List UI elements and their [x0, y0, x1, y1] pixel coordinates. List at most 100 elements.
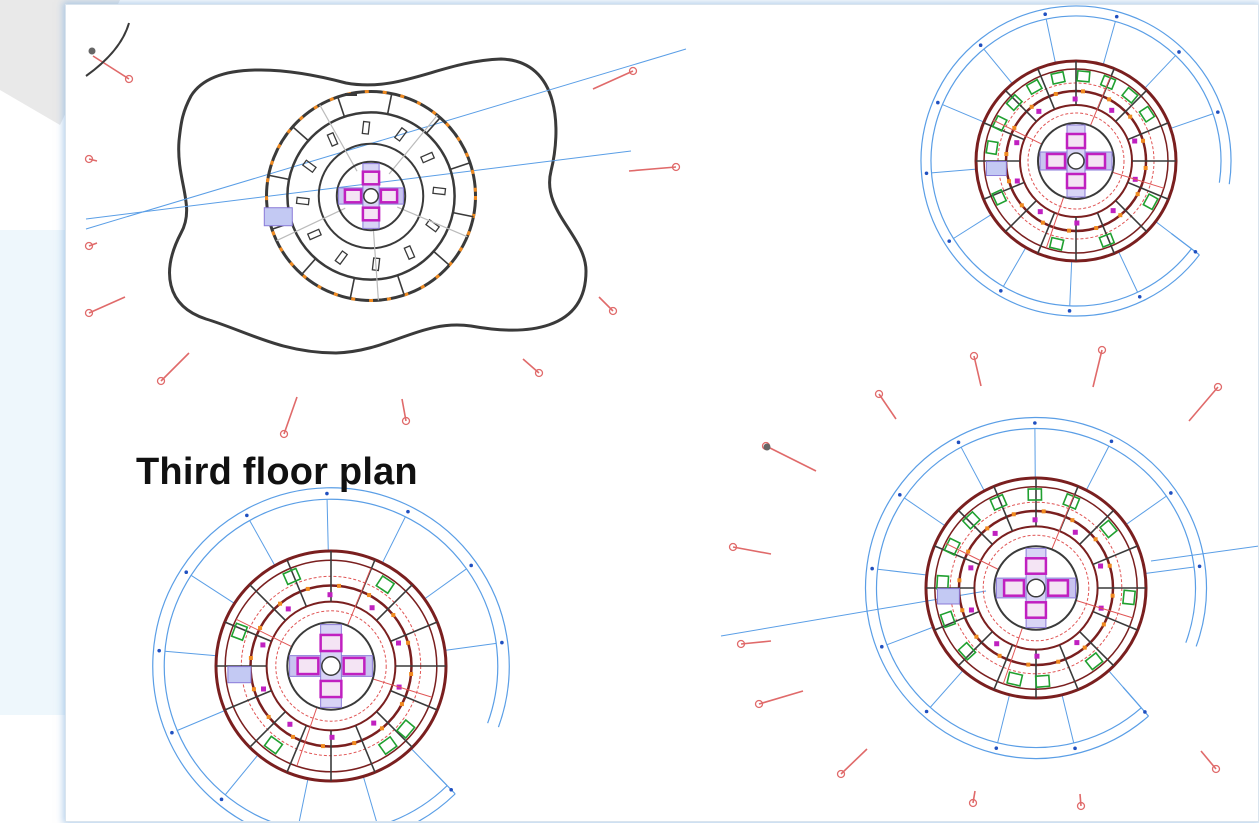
core-ring: [993, 545, 1079, 631]
grid-line-marker-icon: [1193, 249, 1198, 254]
partition: [386, 93, 393, 115]
partition: [286, 559, 308, 607]
partition: [1036, 68, 1056, 110]
partition: [354, 725, 376, 773]
partition: [433, 250, 450, 266]
fixture: [371, 720, 377, 726]
grid-line: [1085, 445, 1110, 491]
grid-marker: [1076, 793, 1086, 811]
grid-line-marker-icon: [1073, 746, 1077, 751]
grid-marker-icon: [534, 368, 544, 378]
partition: [337, 96, 346, 117]
grid-marker-line: [92, 55, 130, 80]
grid-marker-line: [765, 445, 817, 472]
partition: [301, 258, 317, 275]
column-marker-icon: [290, 734, 295, 739]
column-marker-icon: [406, 640, 411, 645]
core-block-icon: [343, 188, 363, 204]
stair: [227, 666, 252, 684]
room-unit-icon: [306, 228, 322, 241]
grid-line: [1118, 251, 1139, 293]
grid-marker-icon: [968, 798, 978, 808]
core-block-icon: [1085, 152, 1107, 170]
grid-marker: [92, 55, 134, 84]
column-marker-icon: [966, 549, 971, 554]
room-unit-icon: [263, 735, 284, 755]
column-marker-icon: [251, 687, 256, 692]
grid-line: [997, 694, 1011, 743]
grid-marker-icon: [401, 416, 411, 426]
fixture: [329, 734, 335, 740]
core-block-icon: [1024, 601, 1048, 619]
column-marker-icon: [1143, 165, 1148, 170]
partition: [390, 689, 438, 711]
fixture: [327, 592, 333, 598]
grid-marker-line: [973, 355, 982, 387]
grid-line-marker-icon: [1033, 421, 1037, 425]
core-block-icon: [379, 188, 399, 204]
room-unit-icon: [395, 718, 416, 740]
guide-arc: [864, 416, 1208, 760]
guide-arc: [920, 5, 1232, 317]
grid-marker: [1188, 382, 1223, 422]
room-unit-icon: [326, 131, 339, 147]
fixture: [1014, 178, 1020, 184]
grid-marker: [754, 690, 804, 709]
partition: [390, 621, 438, 643]
room-unit-icon: [1050, 70, 1066, 86]
partition: [1078, 509, 1115, 546]
spoke: [372, 224, 379, 301]
grid-line-marker-icon: [880, 644, 884, 649]
room-unit-icon: [961, 510, 982, 531]
grid-marker-icon: [728, 542, 738, 552]
partition: [396, 275, 405, 296]
column-marker-icon: [1004, 152, 1009, 157]
fixture: [369, 605, 375, 611]
grid-line: [983, 48, 1013, 85]
grid-line-marker-icon: [1114, 14, 1119, 19]
partition: [224, 689, 272, 711]
column-marker-icon: [1019, 203, 1024, 208]
plan-group: [85, 5, 1232, 821]
column-marker-icon: [320, 744, 325, 749]
core-block-icon: [361, 170, 381, 186]
grid-marker-icon: [754, 699, 764, 709]
grid-line: [1125, 495, 1167, 526]
grid-marker-line: [592, 70, 634, 90]
fixture: [1072, 96, 1078, 102]
grid-line-marker-icon: [406, 509, 410, 514]
grid-marker-line: [972, 790, 976, 804]
fixture: [1037, 209, 1043, 215]
partition: [286, 725, 308, 773]
core-centre: [1067, 152, 1085, 170]
spoke: [1089, 75, 1112, 127]
room-unit-icon: [991, 188, 1008, 206]
room-unit-icon: [1098, 519, 1119, 539]
grid-line-marker-icon: [924, 171, 929, 176]
column-marker-icon: [391, 613, 396, 618]
grid-marker: [84, 154, 98, 164]
floor-plan-round: [152, 487, 510, 821]
fixture: [1074, 640, 1080, 646]
grid-marker-icon: [1213, 382, 1223, 392]
column-marker-icon: [278, 601, 283, 606]
grid-line-marker-icon: [184, 570, 189, 574]
grid-marker: [84, 241, 98, 251]
grid-marker-icon: [671, 162, 681, 172]
grid-line: [877, 568, 927, 576]
room-unit-icon: [1048, 236, 1065, 251]
partition: [957, 630, 994, 667]
grid-line-marker-icon: [500, 640, 504, 645]
column-marker-icon: [1067, 228, 1072, 233]
grid-marker-line: [1188, 386, 1219, 422]
grid-marker-line: [732, 546, 772, 555]
column-marker-icon: [1101, 622, 1106, 627]
grid-line-marker-icon: [469, 563, 473, 568]
grid-marker: [592, 66, 638, 90]
partition: [1096, 212, 1116, 254]
core-ring: [286, 621, 376, 711]
partition: [452, 211, 474, 218]
grid-line-marker-icon: [219, 797, 224, 802]
inner-wall: [317, 142, 425, 250]
spoke: [1002, 627, 1023, 684]
